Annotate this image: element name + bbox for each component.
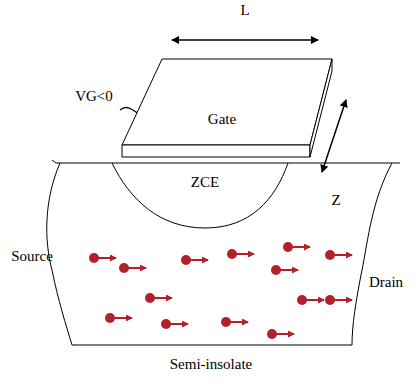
surface-line bbox=[52, 160, 400, 163]
gate-electrode: Gate bbox=[118, 55, 336, 161]
electron bbox=[161, 319, 171, 329]
electron bbox=[145, 293, 155, 303]
region-label: ZCE bbox=[191, 175, 219, 190]
electron bbox=[227, 249, 237, 259]
electron-arrow bbox=[276, 333, 294, 335]
electron-arrow bbox=[292, 246, 310, 248]
electron bbox=[325, 250, 335, 260]
electron-arrow bbox=[190, 259, 208, 261]
electron bbox=[181, 255, 191, 265]
electron bbox=[325, 295, 335, 305]
width-arrow bbox=[322, 100, 346, 172]
length-arrow bbox=[172, 39, 318, 41]
electron-arrow bbox=[98, 257, 116, 259]
electron-group bbox=[89, 242, 352, 339]
electron-arrow bbox=[306, 299, 324, 301]
electron-arrow bbox=[170, 323, 188, 325]
electron-arrow bbox=[236, 253, 254, 255]
electron-arrow bbox=[334, 299, 352, 301]
drain-region bbox=[352, 163, 392, 345]
dimension-label: Z bbox=[331, 193, 340, 208]
electron bbox=[283, 242, 293, 252]
substrate-label: Semi-insolate bbox=[170, 357, 253, 372]
electron bbox=[119, 263, 129, 273]
voltage-label: VG<0 bbox=[75, 89, 113, 104]
dimension-label: L bbox=[240, 3, 249, 18]
electron bbox=[221, 317, 231, 327]
terminal-label: Drain bbox=[369, 275, 403, 290]
electron-arrow bbox=[114, 317, 132, 319]
electron-arrow bbox=[334, 254, 352, 256]
electron-arrow bbox=[128, 267, 146, 269]
electron bbox=[271, 265, 281, 275]
gate-label: Gate bbox=[208, 112, 236, 127]
electron bbox=[89, 253, 99, 263]
electron-arrow bbox=[154, 297, 172, 299]
depletion-zone bbox=[112, 163, 288, 228]
electron bbox=[297, 295, 307, 305]
gate-outline bbox=[118, 55, 336, 161]
terminal-label: Source bbox=[11, 249, 53, 264]
electron bbox=[105, 313, 115, 323]
substrate-line bbox=[72, 345, 352, 346]
electron-arrow bbox=[280, 269, 298, 271]
electron-arrow bbox=[230, 321, 248, 323]
electron bbox=[267, 329, 277, 339]
